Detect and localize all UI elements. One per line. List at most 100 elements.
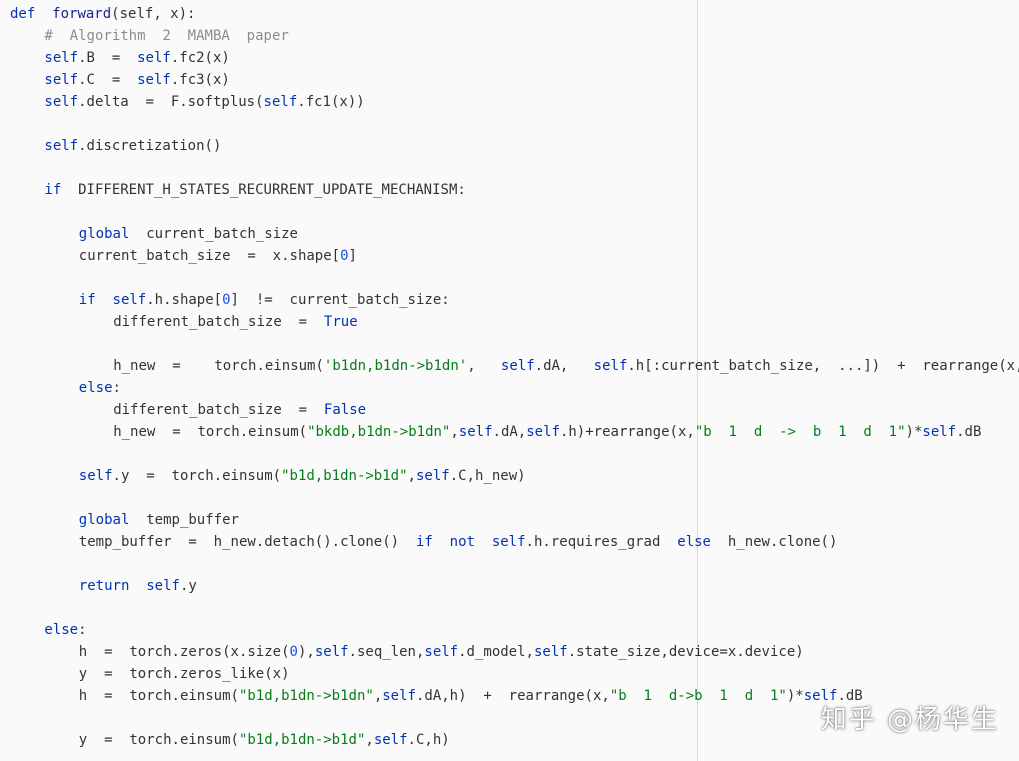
code-line: self.delta = F.softplus(self.fc1(x)) [44,91,364,113]
code-token: else [44,622,79,638]
code-token: self [500,358,535,374]
code-token: 0 [222,292,231,308]
code-token: h = torch.zeros(x.size( [78,644,290,660]
code-token [475,534,492,550]
code-token: y = torch.zeros_like(x) [78,666,290,682]
code-token: , [467,358,501,374]
code-token: temp_buffer = h_new.detach().clone() [78,534,416,550]
code-line: h_new = torch.einsum('b1dn,b1dn->b1dn', … [113,355,1019,377]
code-token: False [323,402,367,418]
code-token: self [415,468,450,484]
code-token: self [44,72,79,88]
code-token [433,534,450,550]
code-line: different_batch_size = False [113,399,366,421]
code-token: .dB [956,424,982,440]
code-line: h = torch.einsum("b1d,b1dn->b1dn",self.d… [79,685,863,707]
code-token [35,6,52,22]
code-token: .dA, [534,358,594,374]
code-token: if [415,534,433,550]
code-line: y = torch.einsum("b1d,b1dn->b1d",self.C,… [79,729,450,751]
code-token: y = torch.einsum( [78,732,239,748]
code-line: global current_batch_size [79,223,298,245]
code-token [96,292,113,308]
code-line: different_batch_size = True [113,311,357,333]
code-token: self [424,644,459,660]
code-token: temp_buffer [129,512,239,528]
code-token: self [78,468,113,484]
right-margin-guide [697,0,698,761]
code-token: .h.shape[ [146,292,223,308]
code-token: # Algorithm 2 MAMBA paper [44,28,289,44]
code-line: self.discretization() [44,135,221,157]
code-token: .fc3(x) [170,72,230,88]
code-token: h_new = torch.einsum( [113,358,324,374]
code-token: self [803,688,838,704]
code-token: self [263,94,298,110]
code-token: )* [786,688,804,704]
code-token: .h.requires_grad [525,534,678,550]
code-token: self [373,732,408,748]
code-token: current_batch_size [129,226,298,242]
code-token: .dA,h) + rearrange(x, [415,688,610,704]
code-token: .fc1(x)) [297,94,365,110]
code-token: )* [905,424,923,440]
code-token: self [314,644,349,660]
code-token: : [78,622,87,638]
code-token: "b1d,b1dn->b1dn" [238,688,374,704]
code-token: self [533,644,568,660]
code-token: 0 [289,644,298,660]
code-token: else [677,534,711,550]
code-token: "b 1 d -> b 1 d 1" [694,424,906,440]
code-token: if [78,292,96,308]
code-token: True [323,314,358,330]
code-token: global [78,512,130,528]
code-token: self [112,292,147,308]
code-token: .dB [837,688,863,704]
code-token: return [78,578,130,594]
code-token: , [365,732,374,748]
code-token: .C = [78,72,138,88]
code-token: ] != current_batch_size: [230,292,450,308]
code-line: self.C = self.fc3(x) [44,69,229,91]
code-token: self [382,688,416,704]
code-line: def forward(self, x): [10,3,195,25]
code-token: .dA, [492,424,527,440]
code-token: 0 [340,248,349,264]
code-token: self [137,72,171,88]
code-token: , [373,688,383,704]
code-token: self [458,424,493,440]
code-token: self [593,358,628,374]
code-token: forward [52,6,112,22]
code-token: self [146,578,180,594]
code-token: ), [297,644,315,660]
code-token: : [112,380,121,396]
code-token: "b 1 d->b 1 d 1" [609,688,787,704]
code-token: 'b1dn,b1dn->b1dn' [323,358,468,374]
code-token: .d_model, [458,644,534,660]
code-token: different_batch_size = [113,314,324,330]
code-line: temp_buffer = h_new.detach().clone() if … [79,531,838,553]
code-token: h = torch.einsum( [78,688,239,704]
code-token: .h[:current_batch_size, ...]) + rearrang… [627,358,1019,374]
code-token: .B = [78,50,138,66]
code-token: "b1d,b1dn->b1d" [238,732,366,748]
code-token: self [922,424,957,440]
code-line: if DIFFERENT_H_STATES_RECURRENT_UPDATE_M… [44,179,465,201]
code-token: h_new.clone() [710,534,838,550]
code-token: , [407,468,416,484]
code-line: if self.h.shape[0] != current_batch_size… [79,289,450,311]
code-token: self [44,94,79,110]
code-line: y = torch.zeros_like(x) [79,663,290,685]
code-token: .C,h_new) [449,468,526,484]
code-line: self.y = torch.einsum("b1d,b1dn->b1d",se… [79,465,526,487]
code-line: # Algorithm 2 MAMBA paper [44,25,288,47]
code-token: .state_size,device=x.device) [567,644,804,660]
code-token: else [78,380,113,396]
code-token: .y [179,578,197,594]
watermark: 知乎 @杨华生 [820,705,999,735]
code-token: current_batch_size = x.shape[ [78,248,341,264]
code-token: .fc2(x) [170,50,230,66]
code-token: self [44,138,79,154]
code-line: else: [79,377,121,399]
